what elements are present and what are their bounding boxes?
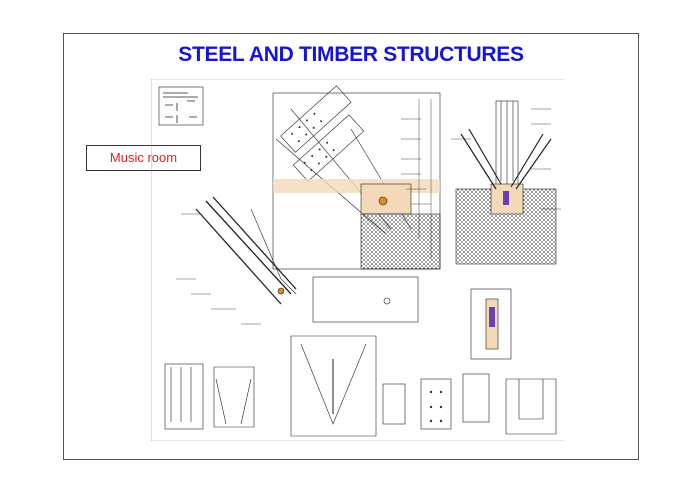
music-room-label: Music room [86, 145, 201, 171]
slide-title: STEEL AND TIMBER STRUCTURES [178, 43, 524, 66]
diagonal-member [176, 196, 297, 325]
plate-details [164, 276, 557, 437]
section-right [451, 100, 561, 265]
slide: STEEL AND TIMBER STRUCTURES Music room [63, 33, 639, 460]
structural-drawing [151, 79, 564, 441]
section-small [470, 288, 512, 360]
legend-box [158, 86, 204, 126]
detail-main [272, 85, 441, 270]
